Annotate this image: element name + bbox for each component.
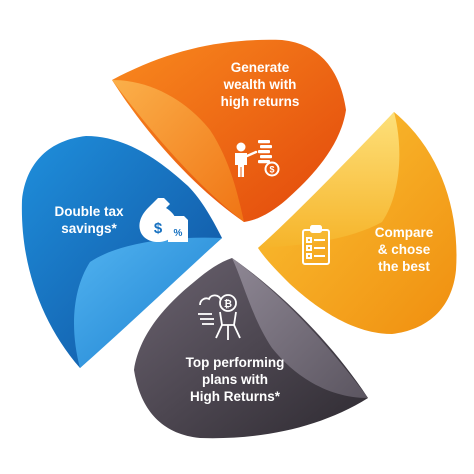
petal-bottom-label-line-1: Top performing <box>185 355 285 370</box>
petal-bottom-label-line-2: plans with <box>201 372 268 387</box>
petal-right <box>258 112 457 334</box>
petal-left-label-line-1: Double tax <box>54 204 124 219</box>
petal-right-label-line-3: the best <box>378 259 430 274</box>
petal-bottom-label: Top performing plans with High Returns* <box>145 354 325 405</box>
svg-text:%: % <box>174 228 183 239</box>
rocket-coin-icon: ₿ <box>198 294 241 340</box>
petal-left <box>21 136 222 368</box>
petal-top-label-line-3: high returns <box>220 94 300 109</box>
petal-bottom-label-line-3: High Returns* <box>189 389 280 404</box>
petal-right-fold <box>258 112 400 248</box>
petal-bottom-shape <box>134 258 368 439</box>
checklist-icon <box>302 225 330 265</box>
money-bag-tax-icon: $ % <box>139 198 188 242</box>
petal-right-label-line-2: & chose <box>377 242 431 257</box>
petal-top <box>112 39 346 222</box>
petal-right-label: Compare & chose the best <box>344 224 464 275</box>
petal-bottom-fold <box>232 258 368 398</box>
petal-left-fold <box>74 237 222 368</box>
petal-top-shape <box>112 39 346 222</box>
petal-right-label-line-1: Compare <box>374 225 434 240</box>
petal-top-label-line-1: Generate <box>230 60 290 75</box>
petal-top-label-line-2: wealth with <box>223 77 297 92</box>
petal-top-fold <box>112 80 244 222</box>
petal-bottom <box>134 258 368 439</box>
petal-left-label: Double tax savings* <box>34 203 144 237</box>
svg-text:$: $ <box>269 165 274 175</box>
petal-top-label: Generate wealth with high returns <box>195 59 325 110</box>
petal-left-label-line-2: savings* <box>61 221 117 236</box>
person-with-coins-icon: $ <box>235 140 280 177</box>
svg-text:₿: ₿ <box>224 298 232 310</box>
svg-text:$: $ <box>154 220 163 237</box>
